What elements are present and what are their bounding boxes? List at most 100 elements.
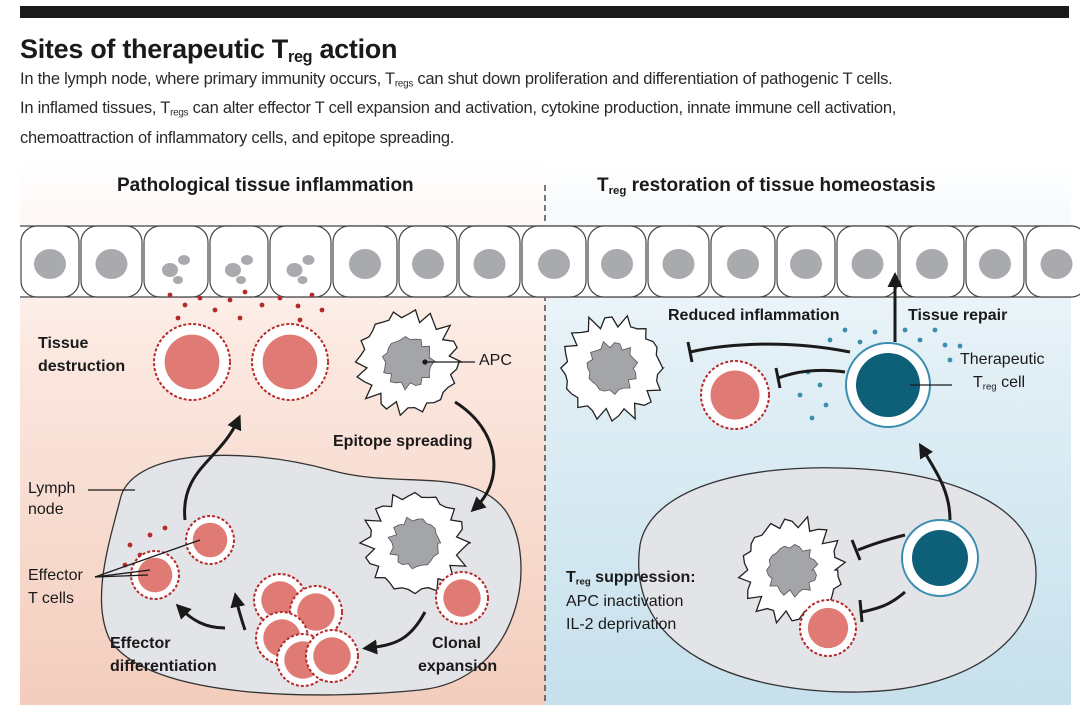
red-cytokine-dot bbox=[197, 295, 203, 301]
epithelial-nucleus bbox=[727, 249, 759, 279]
effector-nucleus bbox=[710, 370, 760, 420]
epithelial-nucleus bbox=[538, 249, 570, 279]
treg-cytokine-dots bbox=[797, 327, 963, 421]
epithelial-nucleus-fragment bbox=[241, 255, 253, 265]
figure-intro: In the lymph node, where primary immunit… bbox=[20, 67, 1070, 151]
label-clonal-expansion-1: Clonal bbox=[432, 635, 481, 652]
label-tissue-destruction-2: destruction bbox=[38, 358, 126, 375]
epithelial-nucleus bbox=[34, 249, 66, 279]
red-cytokine-dot bbox=[182, 302, 188, 308]
label-reduced-inflammation: Reduced inflammation bbox=[668, 307, 840, 324]
blue-cytokine-dot bbox=[932, 327, 938, 333]
label-apc: APC bbox=[479, 352, 512, 369]
epithelial-nucleus bbox=[1040, 249, 1073, 279]
red-cytokine-dot bbox=[295, 303, 301, 309]
label-effector-t-cells-2: T cells bbox=[28, 590, 74, 607]
epithelial-nucleus bbox=[412, 249, 444, 279]
label-therapeutic-2: Treg cell bbox=[973, 374, 1026, 393]
red-cytokine-dot bbox=[237, 315, 243, 321]
epithelial-nucleus bbox=[979, 249, 1011, 279]
effector-leader-1 bbox=[94, 569, 151, 578]
blue-cytokine-dot bbox=[917, 337, 923, 343]
arrow-epitope-spreading bbox=[454, 400, 496, 513]
inhibit-node-effector-bar bbox=[858, 599, 864, 623]
epithelial-nucleus-fragment bbox=[173, 276, 183, 284]
blue-cytokine-dot bbox=[902, 327, 908, 333]
blue-cytokine-dot bbox=[957, 343, 963, 349]
epithelial-cell bbox=[965, 225, 1025, 298]
epithelial-nucleus bbox=[662, 249, 695, 279]
epithelial-cell bbox=[899, 225, 965, 298]
arrow-to-tissue bbox=[183, 414, 242, 521]
right-arrows bbox=[686, 272, 952, 623]
arrow-clonal-expansion bbox=[362, 611, 427, 655]
epithelial-nucleus-fragment bbox=[302, 255, 315, 265]
effector-nucleus bbox=[443, 579, 481, 617]
intro-line-3: chemoattraction of inflammatory cells, a… bbox=[20, 128, 455, 147]
label-treg-suppression: Treg suppression: bbox=[566, 569, 696, 588]
blue-cytokine-dot bbox=[797, 392, 803, 398]
blue-cytokine-dot bbox=[827, 337, 833, 343]
effector-nucleus bbox=[262, 334, 318, 390]
effector-nucleus bbox=[261, 581, 299, 619]
apc-leader-dot bbox=[422, 359, 428, 365]
top-rule bbox=[20, 6, 1069, 18]
blue-cytokine-dot bbox=[823, 402, 829, 408]
effector-t-cell bbox=[251, 323, 329, 401]
red-cytokine-dot bbox=[277, 295, 283, 301]
effector-nucleus bbox=[192, 522, 228, 558]
effector-nucleus bbox=[137, 557, 173, 593]
inhibit-node-apc-bar bbox=[850, 539, 862, 561]
epithelial-nucleus bbox=[916, 249, 948, 279]
effector-t-cell bbox=[435, 571, 489, 625]
epithelial-cell bbox=[647, 225, 710, 298]
epithelial-nucleus-fragment bbox=[236, 276, 246, 284]
effector-nucleus bbox=[164, 334, 220, 390]
effector-nucleus bbox=[807, 607, 849, 649]
arrow-diff-1 bbox=[230, 592, 247, 631]
inhibit-apc-bar bbox=[686, 341, 694, 363]
epithelial-cell-membrane bbox=[269, 225, 332, 298]
epithelial-cell bbox=[20, 225, 80, 298]
epithelial-cell bbox=[332, 225, 398, 298]
label-apc-inactivation: APC inactivation bbox=[566, 593, 684, 610]
left-arrows bbox=[175, 400, 496, 655]
treg-nucleus bbox=[856, 353, 920, 417]
label-il2-deprivation: IL-2 deprivation bbox=[566, 616, 677, 633]
epithelial-cell bbox=[1025, 225, 1080, 298]
apc-nucleus bbox=[381, 336, 438, 391]
label-tissue-destruction-1: Tissue bbox=[38, 335, 89, 352]
figure-title: Sites of therapeutic Treg action bbox=[20, 34, 398, 67]
red-cytokine-dot bbox=[167, 292, 173, 298]
red-cytokine-dot bbox=[297, 317, 303, 323]
blue-cytokine-dot bbox=[857, 339, 863, 345]
effector-t-cells bbox=[130, 323, 857, 687]
label-effector-diff-2: differentiation bbox=[110, 658, 217, 675]
right-panel-header: Treg restoration of tissue homeostasis bbox=[597, 175, 936, 197]
blue-cytokine-dot bbox=[872, 329, 878, 335]
red-cytokine-dot bbox=[175, 315, 181, 321]
effector-nucleus bbox=[297, 593, 335, 631]
epithelial-nucleus-fragment bbox=[286, 263, 303, 277]
epithelial-nucleus-fragment bbox=[225, 263, 241, 277]
intro-line-1: In the lymph node, where primary immunit… bbox=[20, 70, 893, 90]
red-cytokine-dot bbox=[212, 307, 218, 313]
node-treg-cell bbox=[901, 519, 979, 597]
epithelial-cell bbox=[398, 225, 458, 298]
apc-right-node bbox=[737, 515, 847, 625]
label-epitope-spreading: Epitope spreading bbox=[333, 433, 473, 450]
inhibit-effector-line bbox=[777, 368, 846, 380]
effector-t-cell bbox=[185, 515, 235, 565]
label-effector-diff-1: Effector bbox=[110, 635, 171, 652]
arrow-treg-activation bbox=[918, 442, 952, 521]
epithelial-nucleus bbox=[349, 249, 381, 279]
epithelial-cell-membrane bbox=[209, 225, 269, 298]
label-lymph-node-2: node bbox=[28, 501, 64, 518]
inhibit-node-apc-line bbox=[857, 533, 906, 552]
effector-leader-2 bbox=[94, 539, 201, 578]
red-cytokine-dot bbox=[242, 289, 248, 295]
intro-line-2: In inflamed tissues, Tregs can alter eff… bbox=[20, 99, 897, 119]
red-cytokine-dot bbox=[227, 297, 233, 303]
blue-cytokine-dot bbox=[842, 327, 848, 333]
